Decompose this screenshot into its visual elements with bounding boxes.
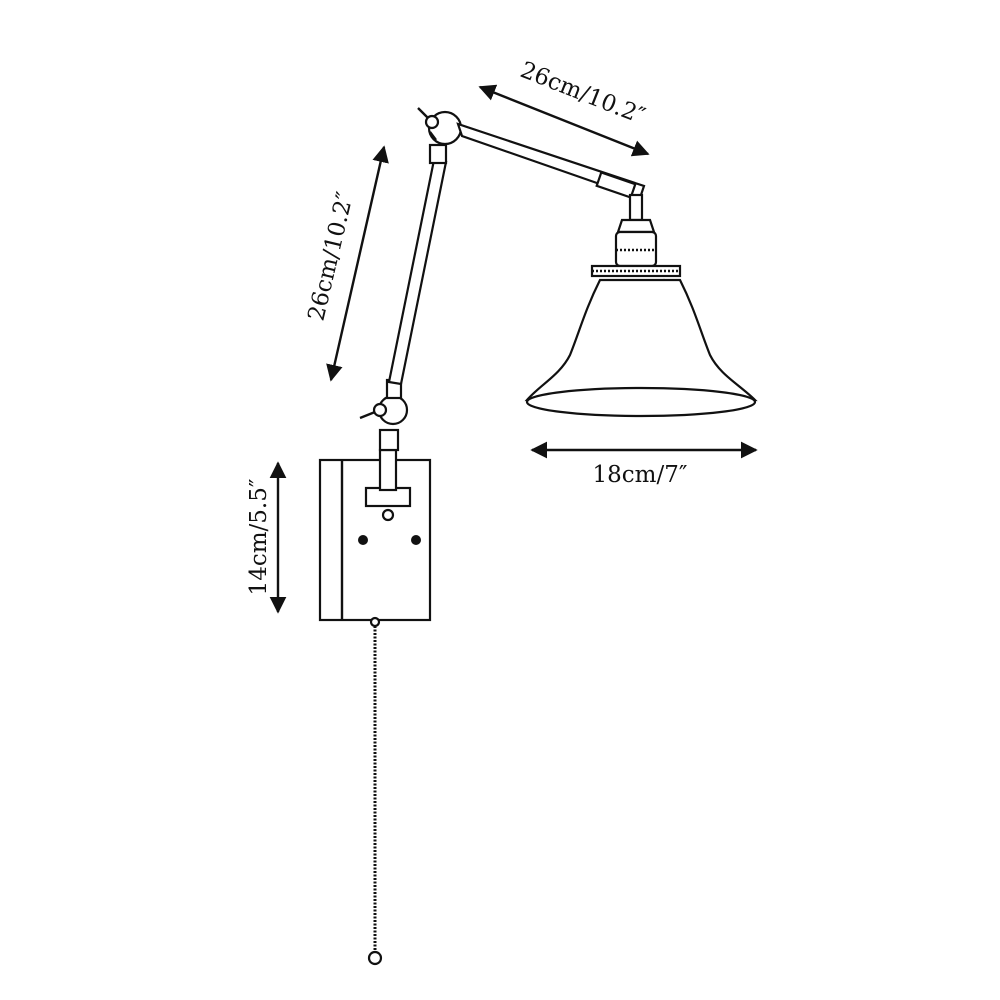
upper-arm-dimension-arrow xyxy=(478,84,650,157)
pull-chain xyxy=(367,616,383,966)
lamp-socket xyxy=(590,193,682,292)
shade-width-dimension-label: 18cm/7″ xyxy=(593,462,688,488)
lower-arm xyxy=(387,158,448,386)
upper-arm-end-cap xyxy=(595,171,637,199)
lower-arm-dimension-label: 26cm/10.2″ xyxy=(304,189,359,323)
backplate-height-dimension-label: 14cm/5.5″ xyxy=(246,478,272,595)
backplate xyxy=(318,448,432,622)
upper-joint xyxy=(417,107,463,165)
lower-joint xyxy=(359,378,409,452)
lower-arm-dimension-arrow xyxy=(326,145,389,382)
upper-arm-dimension-label: 26cm/10.2″ xyxy=(517,57,649,130)
lamp-shade xyxy=(524,278,758,418)
